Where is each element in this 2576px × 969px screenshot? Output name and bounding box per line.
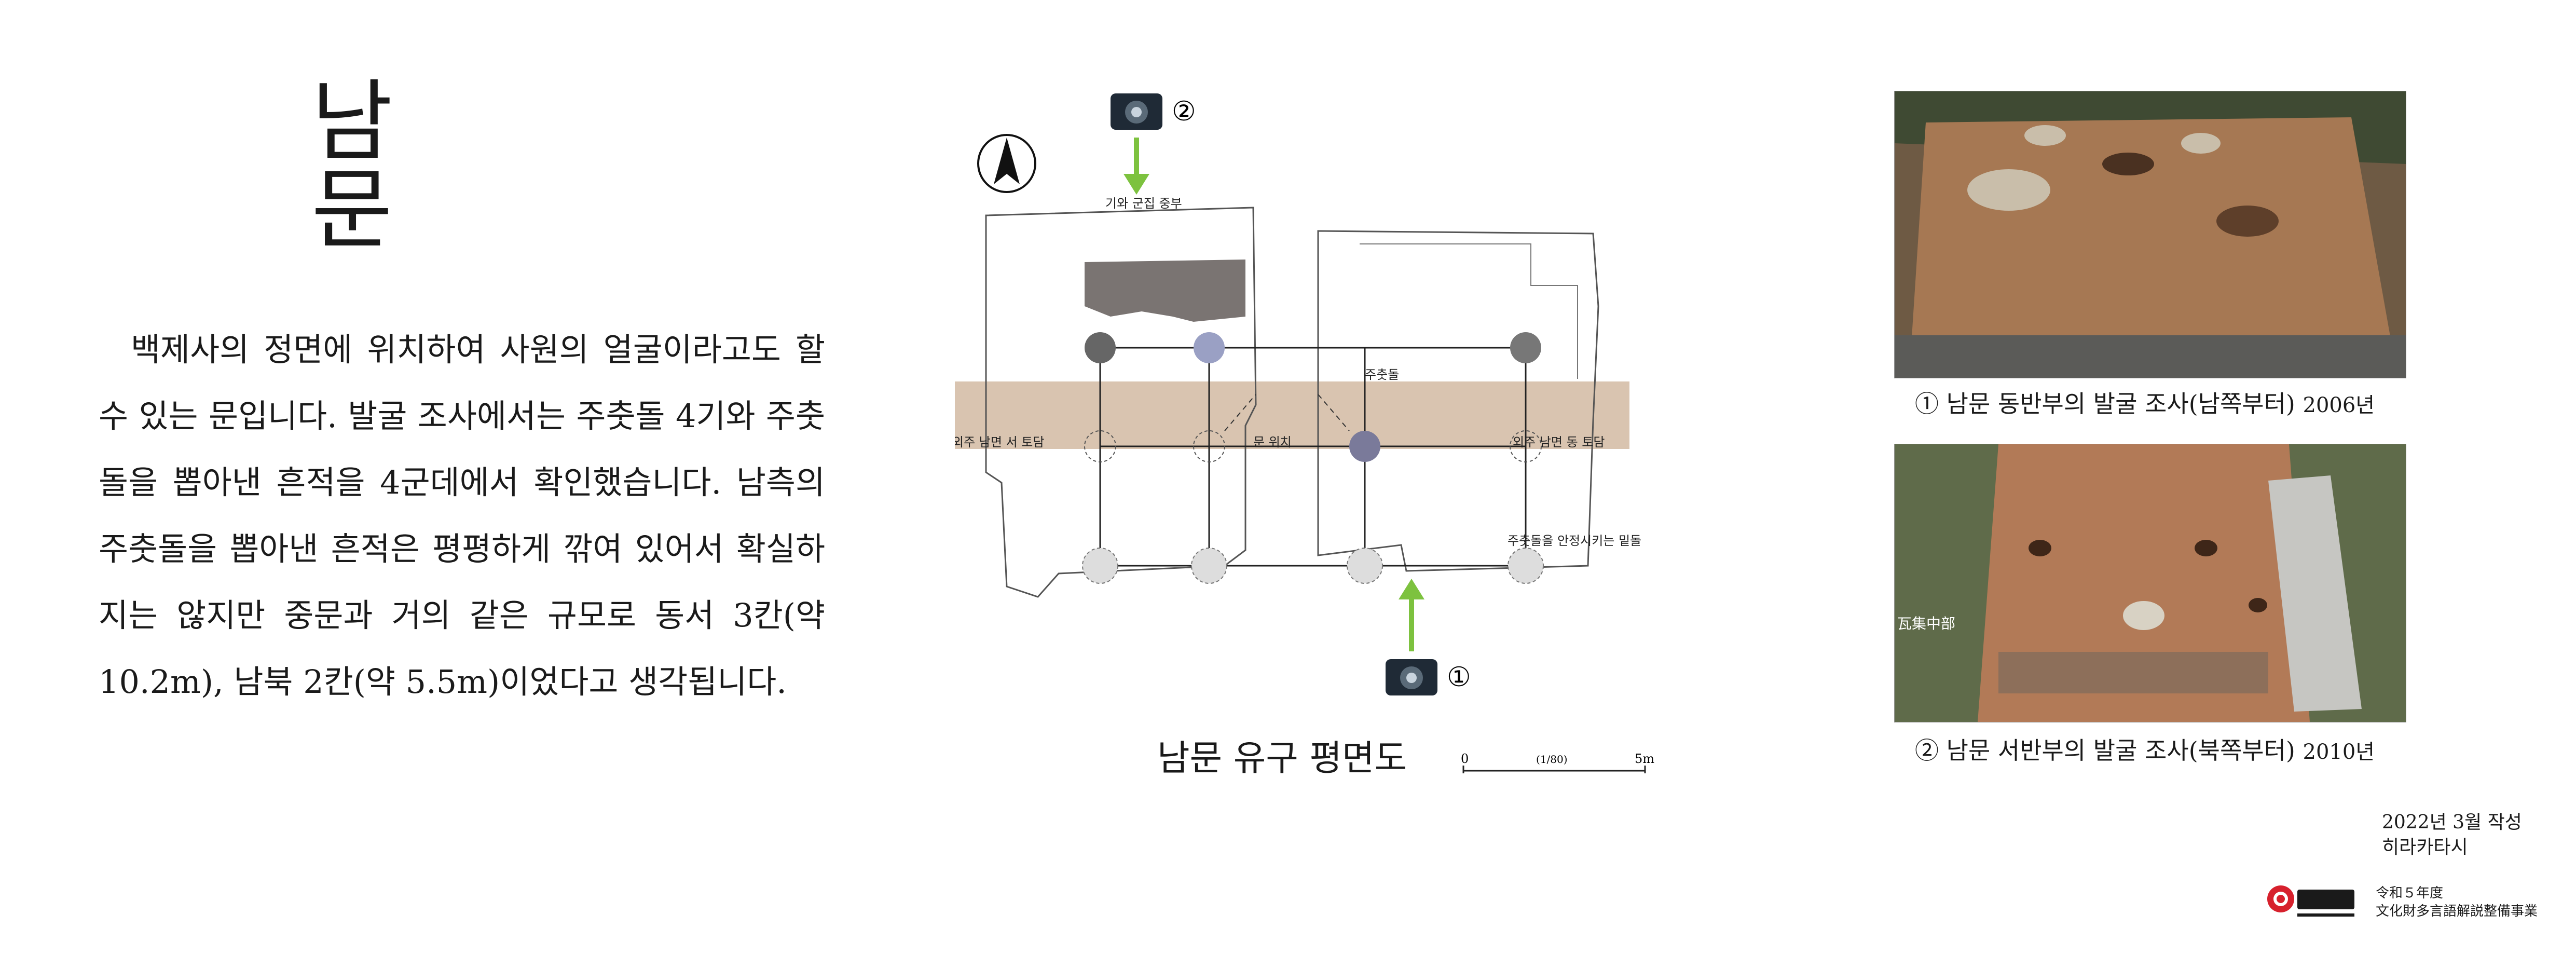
stabilizer-label: 주춧돌을 안정시키는 밑돌 bbox=[1508, 534, 1641, 548]
agency-logo bbox=[2267, 885, 2354, 917]
roof-tile-cluster bbox=[1085, 260, 1245, 322]
foundation-label: 주춧돌 bbox=[1365, 367, 1399, 382]
caption-year: 2006년 bbox=[2303, 393, 2375, 417]
excavation-photo-west: 瓦集中部 bbox=[1894, 444, 2406, 722]
camera-icon bbox=[1386, 659, 1437, 695]
created-date: 2022년 3월 작성 bbox=[2382, 812, 2522, 833]
camera1-marker: ① bbox=[1447, 662, 1471, 693]
logo-project: 文化財多言語解説整備事業 bbox=[2376, 904, 2538, 919]
scale-end: 5m bbox=[1635, 752, 1654, 766]
photo-inset-label: 瓦集中部 bbox=[1897, 615, 1955, 632]
camera2-marker: ② bbox=[1172, 96, 1196, 127]
logo-year: 令和５年度 bbox=[2376, 885, 2444, 901]
caption-text: ② 남문 서반부의 발굴 조사(북쪽부터) bbox=[1915, 736, 2295, 765]
description-text: 백제사의 정면에 위치하여 사원의 얼굴이라고도 할 수 있는 문입니다. 발굴… bbox=[99, 331, 825, 701]
author: 히라카타시 bbox=[2382, 837, 2468, 858]
caption-year: 2010년 bbox=[2303, 740, 2375, 764]
foundation-stones bbox=[1082, 332, 1544, 584]
west-wall-label: 외주 남면 서 토담 bbox=[955, 435, 1044, 449]
roof-tile-label: 기와 군집 중부 bbox=[1105, 196, 1182, 211]
gate-grid bbox=[1099, 347, 1527, 567]
scale-start: 0 bbox=[1461, 752, 1469, 766]
gate-position-label: 문 위치 bbox=[1253, 435, 1292, 449]
plan-title: 남문 유구 평면도 bbox=[1157, 738, 1407, 779]
east-wall-label: 외주 남면 동 토담 bbox=[1513, 435, 1605, 449]
photo-caption: ① 남문 동반부의 발굴 조사(남쪽부터) 2006년 bbox=[1915, 385, 2375, 419]
scale-ratio: (1/80) bbox=[1536, 753, 1568, 766]
excavation-photo-east bbox=[1894, 91, 2406, 378]
caption-text: ① 남문 동반부의 발굴 조사(남쪽부터) bbox=[1915, 390, 2295, 418]
wall-band bbox=[955, 381, 1629, 449]
site-plan-drawing: ② 기와 군집 중부 ① 외주 남면 서 토담 외주 남면 동 토담 문 위치 … bbox=[952, 93, 1641, 695]
page-title: 남 문 bbox=[311, 71, 434, 262]
scale-bar: 0 (1/80) 5m bbox=[1461, 752, 1654, 773]
camera-icon bbox=[1111, 93, 1162, 130]
north-arrow-icon bbox=[977, 134, 1036, 193]
site-plan: ② 기와 군집 중부 ① 외주 남면 서 토담 외주 남면 동 토담 문 위치 … bbox=[952, 88, 1702, 763]
photo-caption: ② 남문 서반부의 발굴 조사(북쪽부터) 2010년 bbox=[1915, 732, 2375, 766]
